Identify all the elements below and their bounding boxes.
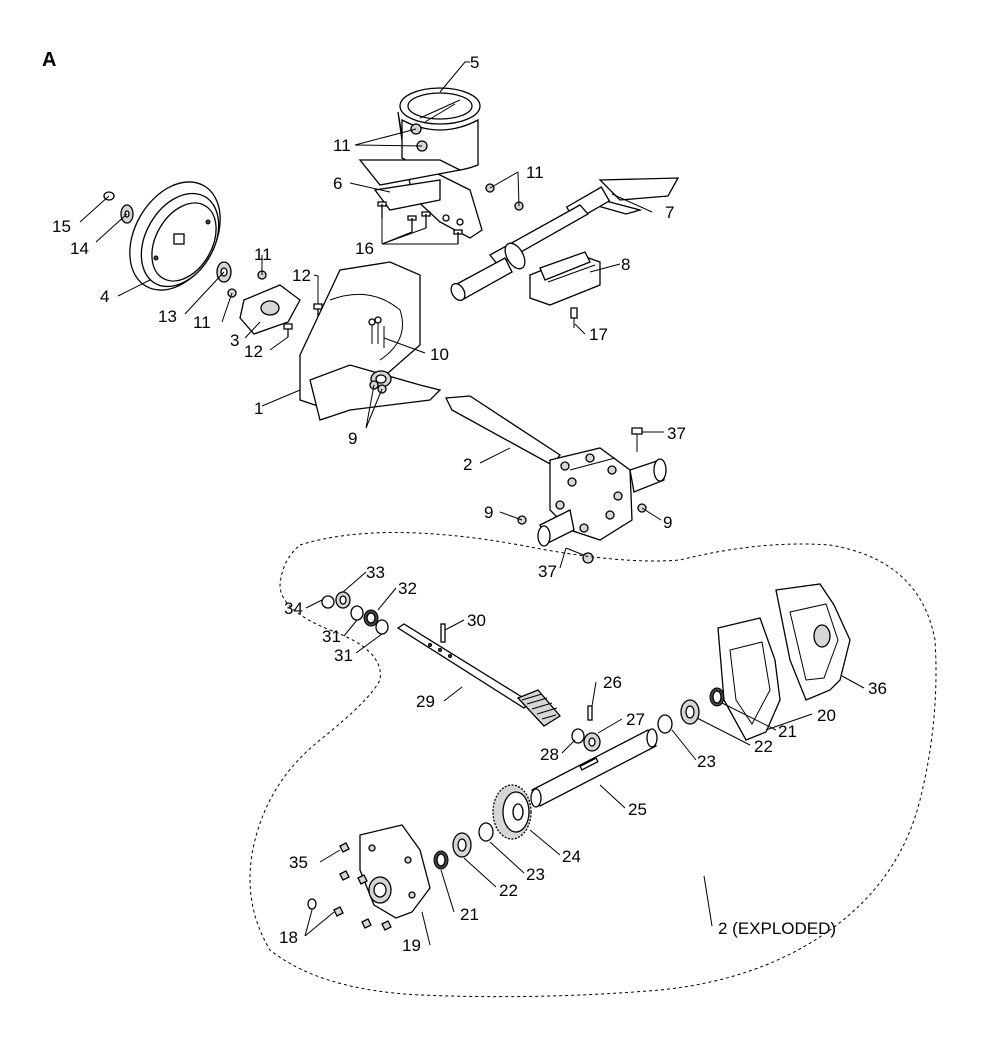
callout-33: 33: [366, 563, 385, 582]
part-26-key: [587, 705, 593, 721]
callout-11: 11: [526, 163, 544, 182]
part-22-bearing-upper: [680, 699, 700, 725]
callout-35: 35: [289, 853, 308, 872]
callout-9: 9: [663, 513, 672, 532]
part-31-washer-b: [375, 619, 389, 635]
callout-23: 23: [697, 752, 716, 771]
figure-letter: A: [42, 49, 56, 71]
part-23-washer-upper: [657, 714, 673, 734]
callout-6: 6: [333, 174, 342, 193]
callout-12: 12: [244, 342, 263, 361]
part-24-worm-gear: [492, 784, 532, 840]
part-3-flange: [239, 284, 301, 335]
callout-14: 14: [70, 239, 89, 258]
part-34-washer: [321, 595, 335, 609]
part-2-gearbox-assembly: [444, 395, 667, 547]
callout-11: 11: [254, 245, 272, 264]
callout-19: 19: [402, 936, 421, 955]
callout-8: 8: [621, 255, 630, 274]
callout-15: 15: [52, 217, 71, 236]
callout-7: 7: [665, 203, 674, 222]
callout-37: 37: [667, 424, 686, 443]
callout-34: 34: [284, 599, 303, 618]
callout-17: 17: [589, 325, 608, 344]
callout-2: 2: [463, 455, 472, 474]
part-37-bolt-top: [631, 427, 643, 452]
callout-22: 22: [499, 881, 518, 900]
callout-30: 30: [467, 611, 486, 630]
callout-32: 32: [398, 579, 417, 598]
part-36-gearbox-housing-half: [775, 583, 851, 701]
part-4-pulley: [129, 181, 221, 291]
part-23-washer-lower: [478, 822, 494, 842]
part-16-carriage-bolts: [377, 201, 463, 244]
callout-31: 31: [322, 627, 341, 646]
part-10-bolts: [368, 316, 385, 348]
callout-13: 13: [158, 307, 177, 326]
part-18-plug: [307, 898, 317, 910]
callout-18: 18: [279, 928, 298, 947]
part-33-bushing: [335, 591, 351, 609]
part-5-discharge-chute: [397, 87, 483, 239]
callout-3: 3: [230, 331, 239, 350]
part-35-screws: [333, 842, 392, 931]
callout-28: 28: [540, 745, 559, 764]
callout-labels: 5 11 6 11 7 8 17 15 14 4 13 11 16 11 1 2 …: [52, 53, 887, 955]
part-1-housing: [299, 261, 442, 421]
callout-16: 16: [355, 239, 374, 258]
part-27-bushing: [583, 732, 601, 752]
part-28-washer: [571, 728, 585, 744]
part-19-gearbox-housing-half: [359, 824, 431, 919]
leader-lines: [79, 61, 865, 946]
callout-26: 26: [603, 673, 622, 692]
callout-9: 9: [484, 503, 493, 522]
callout-1: 1: [254, 399, 263, 418]
callout-21: 21: [778, 722, 797, 741]
part-32-ring: [363, 609, 379, 627]
callout-37: 37: [538, 562, 557, 581]
part-31-washer-a: [350, 605, 364, 621]
part-29-worm-shaft: [396, 623, 561, 727]
part-17-screw: [570, 307, 578, 328]
callout-24: 24: [562, 847, 581, 866]
callout-22: 22: [754, 737, 773, 756]
callout-29: 29: [416, 692, 435, 711]
part-30-key: [440, 623, 446, 643]
part-8-crank-bracket: [529, 251, 601, 306]
callout-9: 9: [348, 429, 357, 448]
callout-23: 23: [526, 865, 545, 884]
callout-12: 12: [292, 266, 311, 285]
part-25-output-shaft: [530, 728, 658, 808]
part-21-seal-lower: [433, 850, 449, 870]
callout-11: 11: [193, 313, 211, 332]
exploded-view-boundary: [249, 532, 937, 998]
callout-20: 20: [817, 706, 836, 725]
part-22-bearing-lower: [452, 832, 472, 858]
part-6-chute-bracket: [358, 159, 464, 226]
part-7-chute-crank: [450, 177, 680, 302]
callout-11: 11: [333, 136, 351, 155]
part-20-gasket: [717, 617, 781, 741]
part-12-bolts: [283, 303, 323, 337]
callout-25: 25: [628, 800, 647, 819]
exploded-label: 2 (EXPLODED): [718, 919, 836, 938]
callout-5: 5: [470, 53, 479, 72]
callout-36: 36: [868, 679, 887, 698]
callout-31: 31: [334, 646, 353, 665]
callout-21: 21: [460, 905, 479, 924]
callout-10: 10: [430, 345, 449, 364]
callout-27: 27: [626, 710, 645, 729]
callout-4: 4: [100, 287, 109, 306]
